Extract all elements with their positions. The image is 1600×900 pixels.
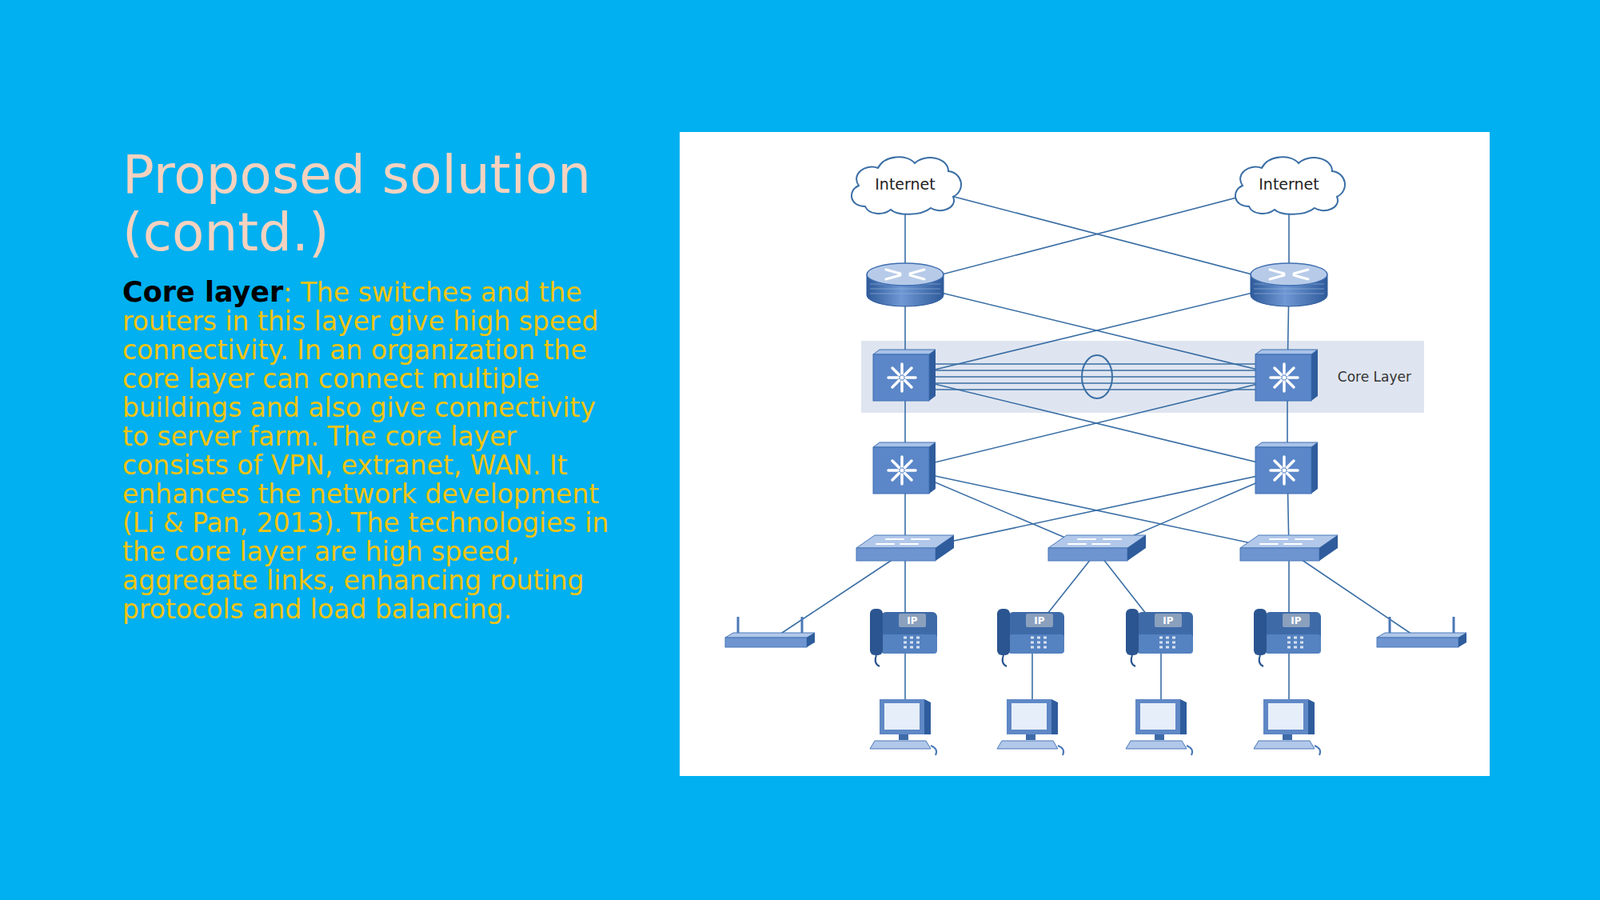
- layer-band: Core Layer: [861, 340, 1425, 413]
- router-icon: [866, 263, 944, 307]
- pc-icon: [997, 698, 1064, 755]
- network-link: [905, 183, 1289, 284]
- pc-icon: [869, 698, 937, 755]
- node-label: Internet: [1258, 175, 1319, 193]
- body-paragraph: : The switches and the routers in this l…: [122, 276, 609, 625]
- figure-panel: [679, 131, 1490, 776]
- ip-phone-icon: [1253, 608, 1321, 667]
- phone-screen-label: IP: [1033, 615, 1045, 626]
- ip-phone-icon: [869, 608, 938, 667]
- access-switch-icon: [856, 534, 954, 561]
- network-link: [905, 283, 1289, 377]
- cloud-shape: [1235, 156, 1345, 214]
- ip-phone-icon: [997, 608, 1065, 667]
- router-icon: [1250, 263, 1328, 307]
- cloud-shape: [851, 156, 962, 214]
- phone-screen-label: IP: [906, 615, 918, 626]
- slide-title: Proposed solution (contd.): [122, 146, 635, 262]
- phone-screen-label: IP: [1290, 615, 1301, 626]
- body-text: Core layer: The switches and the routers…: [122, 277, 623, 624]
- lead-term: Core layer: [122, 275, 284, 308]
- cloud-node: Internet: [841, 150, 970, 218]
- multilayer-switch-icon: [1255, 442, 1318, 494]
- node-label: Internet: [874, 175, 935, 193]
- pc-icon: [1253, 698, 1321, 755]
- pc-icon: [1125, 698, 1193, 755]
- access-switch-icon: [1240, 534, 1338, 561]
- phone-screen-label: IP: [1162, 615, 1174, 626]
- multilayer-switch-icon: [873, 442, 936, 494]
- bundle-link: [927, 363, 1264, 365]
- bundle-link: [927, 369, 1264, 372]
- network-link: [905, 183, 1289, 284]
- access-point-icon: [725, 616, 815, 647]
- network-link: [905, 376, 1288, 470]
- multilayer-switch-icon: [873, 349, 936, 401]
- bundle-link: [927, 382, 1264, 384]
- node-label: Core Layer: [1337, 368, 1412, 385]
- bundle-ellipse: [1081, 355, 1113, 399]
- network-link: [905, 376, 1288, 470]
- core-band-fill: [861, 340, 1425, 413]
- ip-phone-icon: [1125, 608, 1194, 667]
- access-switch-icon: [1048, 534, 1146, 561]
- bundle-link: [927, 375, 1264, 378]
- access-point-icon: [1376, 616, 1467, 647]
- cloud-node: Internet: [1224, 150, 1353, 218]
- network-link: [1032, 550, 1098, 633]
- multilayer-switch-icon: [1255, 349, 1318, 401]
- bundle-link: [927, 388, 1264, 391]
